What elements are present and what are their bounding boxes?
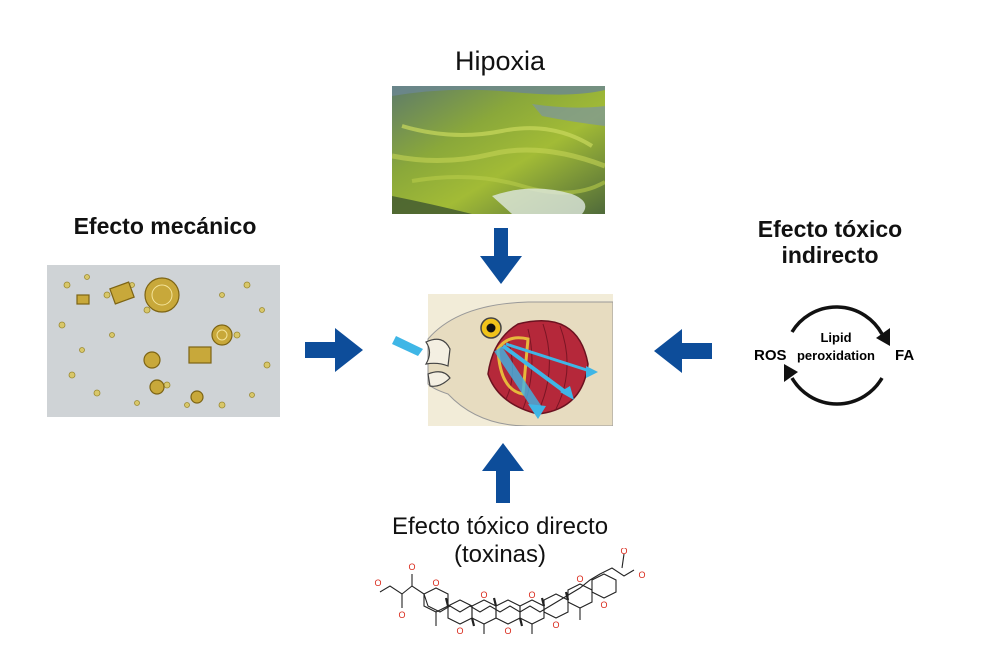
label-indirecto-line1: Efecto tóxico [757,216,903,242]
svg-text:O: O [408,562,415,572]
svg-text:O: O [398,610,405,620]
cycle-arc-top [790,305,884,335]
svg-text:O: O [374,578,381,588]
svg-text:O: O [432,578,439,588]
algal-bloom-photo [392,86,605,214]
fish-head-illustration [392,294,613,426]
svg-text:O: O [552,620,559,630]
svg-text:O: O [504,626,511,636]
label-efecto-toxico-directo: Efecto tóxico directo (toxinas) [330,513,670,568]
label-indirecto-line2: indirecto [781,242,879,269]
svg-text:O: O [528,590,535,600]
svg-text:O: O [638,570,645,580]
fish-mouth [424,338,451,367]
svg-text:O: O [456,626,463,636]
svg-text:O: O [620,548,627,556]
toxin-molecule-structure: O O O O O O O O O O O O O [374,548,645,636]
microalgae-micrograph [47,265,280,417]
cycle-right-fa: FA [895,347,914,364]
cycle-center-line2: peroxidation [797,348,875,363]
arrow-down-hipoxia [480,228,522,284]
label-directo-line2: (toxinas) [453,540,547,568]
molecule-skeleton [379,553,635,634]
label-efecto-toxico-indirecto: Efecto tóxico indirecto [730,216,930,269]
cycle-arc-bottom [790,377,884,406]
cycle-arrowhead-left [784,364,798,382]
cycle-left-ros: ROS [754,347,787,364]
label-directo-line1: Efecto tóxico directo [391,513,609,540]
cycle-arrowhead-right [876,328,890,346]
svg-text:O: O [480,590,487,600]
arrow-up-directo [482,443,524,503]
label-efecto-mecanico: Efecto mecánico [73,213,257,239]
molecule-wedges [444,591,570,627]
label-hipoxia: Hipoxia [454,46,546,76]
arrow-left-indirecto [654,329,712,373]
svg-text:O: O [576,574,583,584]
molecule-oxygen-labels: O O O O O O O O O O O O O [374,548,645,636]
water-inflow-arrow [392,336,423,356]
svg-text:O: O [600,600,607,610]
cycle-center-line1: Lipid [820,330,851,345]
lipid-peroxidation-cycle: Lipid peroxidation ROS FA [754,305,914,406]
arrow-right-mecanico [305,328,363,372]
